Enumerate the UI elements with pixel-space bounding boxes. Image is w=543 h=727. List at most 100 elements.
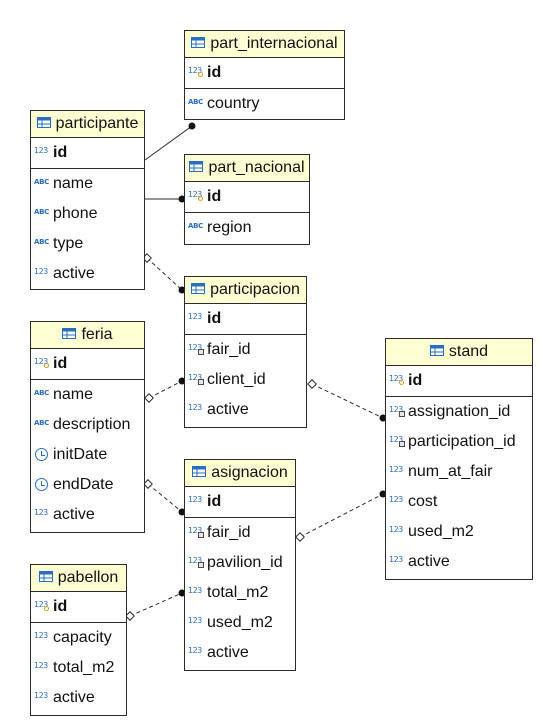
link-asignacion-stand	[295, 490, 387, 542]
column-row-fair-id[interactable]: fair_id	[185, 335, 306, 365]
table-feria[interactable]: feria id name description initDate endDa…	[30, 321, 145, 533]
column-row-enddate[interactable]: endDate	[31, 470, 144, 500]
column-row-fair-id[interactable]: fair_id	[185, 518, 295, 548]
primary-key-section: id	[185, 182, 309, 213]
table-header[interactable]: stand	[386, 339, 532, 366]
column-row-client-id[interactable]: client_id	[185, 365, 306, 395]
table-header[interactable]: participacion	[185, 277, 306, 304]
column-row-id[interactable]: id	[185, 487, 295, 517]
table-header[interactable]: part_nacional	[185, 155, 309, 182]
primary-key-section: id	[185, 487, 295, 518]
column-row-used-m2[interactable]: used_m2	[386, 517, 532, 547]
column-name: description	[53, 416, 131, 433]
column-name: active	[53, 689, 95, 706]
column-row-active[interactable]: active	[386, 547, 532, 577]
table-pabellon[interactable]: pabellon id capacity total_m2 active	[30, 564, 127, 716]
column-row-cost[interactable]: cost	[386, 487, 532, 517]
column-name: pavilion_id	[207, 554, 283, 571]
column-row-total-m2[interactable]: total_m2	[185, 578, 295, 608]
column-row-active[interactable]: active	[31, 683, 126, 713]
column-row-assignation-id[interactable]: assignation_id	[386, 397, 532, 427]
mandatory-end-marker	[178, 286, 186, 294]
column-row-country[interactable]: country	[185, 89, 344, 119]
link-participante-part-internacional	[144, 122, 196, 161]
column-row-used-m2[interactable]: used_m2	[185, 608, 295, 638]
table-title: stand	[448, 343, 489, 360]
table-icon	[189, 159, 204, 177]
attributes-section: region	[185, 213, 309, 243]
column-name: active	[207, 644, 249, 661]
table-header[interactable]: part_internacional	[185, 31, 344, 58]
column-row-phone[interactable]: phone	[31, 199, 144, 229]
column-row-id[interactable]: id	[386, 366, 532, 396]
column-name: active	[53, 265, 95, 282]
table-title: participacion	[210, 281, 300, 298]
column-row-total-m2[interactable]: total_m2	[31, 653, 126, 683]
column-name: total_m2	[53, 659, 115, 676]
column-row-initdate[interactable]: initDate	[31, 440, 144, 470]
column-row-active[interactable]: active	[31, 500, 144, 530]
column-name: used_m2	[408, 523, 474, 540]
number-icon	[188, 586, 205, 600]
table-asignacion[interactable]: asignacion id fair_id pavilion_id total_…	[184, 459, 296, 671]
column-name: name	[53, 386, 94, 403]
column-row-id[interactable]: id	[185, 58, 344, 88]
attributes-section: name phone type active	[31, 169, 144, 289]
table-header[interactable]: feria	[31, 322, 144, 349]
column-row-name[interactable]: name	[31, 169, 144, 199]
mandatory-end-marker	[379, 490, 387, 498]
table-part-internacional[interactable]: part_internacional id country	[184, 30, 345, 120]
column-row-type[interactable]: type	[31, 229, 144, 259]
column-name: id	[207, 188, 222, 205]
table-header[interactable]: pabellon	[31, 565, 126, 592]
optional-end-marker	[144, 393, 154, 403]
key-number-icon	[389, 374, 406, 388]
table-participante[interactable]: participante id name phone type active	[30, 110, 145, 290]
table-participacion[interactable]: participacion id fair_id client_id activ…	[184, 276, 307, 428]
column-row-participation-id[interactable]: participation_id	[386, 427, 532, 457]
column-row-id[interactable]: id	[185, 182, 309, 212]
column-row-name[interactable]: name	[31, 380, 144, 410]
text-icon	[188, 221, 205, 235]
column-row-id[interactable]: id	[31, 138, 144, 168]
mandatory-end-marker	[178, 589, 186, 597]
column-name: fair_id	[207, 341, 251, 358]
date-icon	[34, 478, 51, 492]
column-row-num-at-fair[interactable]: num_at_fair	[386, 457, 532, 487]
column-row-active[interactable]: active	[31, 259, 144, 289]
text-icon	[34, 177, 51, 191]
column-name: active	[408, 553, 450, 570]
number-icon	[188, 646, 205, 660]
table-title: participante	[55, 115, 139, 132]
mandatory-end-marker	[379, 414, 387, 422]
table-stand[interactable]: stand id assignation_id participation_id…	[385, 338, 533, 580]
column-name: id	[207, 64, 222, 81]
column-name: country	[207, 95, 260, 112]
column-name: id	[207, 310, 222, 327]
table-icon	[192, 464, 207, 482]
column-row-id[interactable]: id	[31, 592, 126, 622]
foreign-key-number-icon	[188, 343, 205, 357]
column-row-pavilion-id[interactable]: pavilion_id	[185, 548, 295, 578]
column-row-active[interactable]: active	[185, 395, 306, 425]
link-participante-participacion	[142, 253, 186, 294]
attributes-section: capacity total_m2 active	[31, 623, 126, 713]
foreign-key-number-icon	[188, 373, 205, 387]
table-icon	[62, 326, 77, 344]
table-header[interactable]: participante	[31, 111, 144, 138]
column-row-id[interactable]: id	[185, 304, 306, 334]
column-name: client_id	[207, 371, 266, 388]
table-part-nacional[interactable]: part_nacional id region	[184, 154, 310, 245]
column-row-description[interactable]: description	[31, 410, 144, 440]
number-icon	[389, 525, 406, 539]
column-row-id[interactable]: id	[31, 349, 144, 379]
column-name: capacity	[53, 629, 112, 646]
column-row-active[interactable]: active	[185, 638, 295, 668]
table-header[interactable]: asignacion	[185, 460, 295, 487]
column-name: num_at_fair	[408, 463, 493, 480]
column-row-capacity[interactable]: capacity	[31, 623, 126, 653]
number-icon	[34, 267, 51, 281]
column-name: participation_id	[408, 433, 516, 450]
column-row-region[interactable]: region	[185, 213, 309, 243]
